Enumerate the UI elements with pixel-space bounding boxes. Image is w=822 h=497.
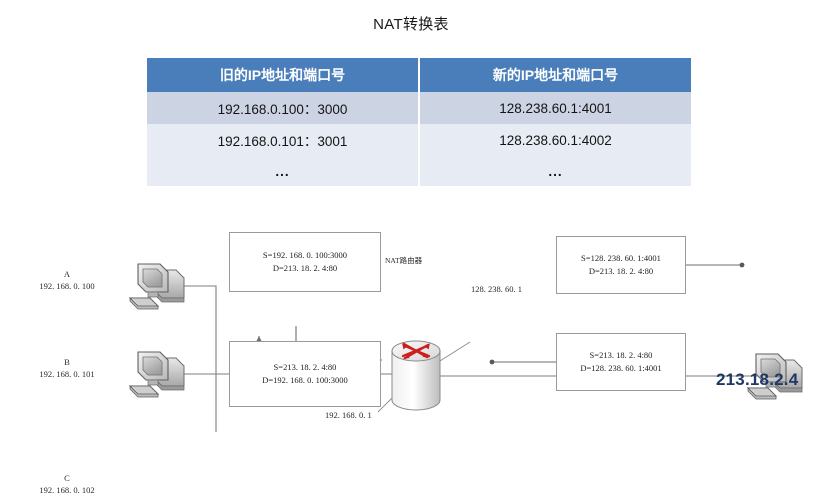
page-title: NAT转换表: [373, 16, 449, 33]
packet-box-inside-outbound: S=192. 168. 0. 100:3000 D=213. 18. 2. 4:…: [229, 232, 381, 292]
host-c-ip: 192. 168. 0. 102: [39, 485, 95, 496]
packet-dst: D=213. 18. 2. 4:80: [588, 266, 654, 276]
host-a-ip: 192. 168. 0. 100: [39, 281, 95, 292]
nat-router-icon: [391, 340, 441, 411]
nat-translation-table: 旧的IP地址和端口号 新的IP地址和端口号 192.168.0.100：3000…: [147, 58, 691, 186]
network-diagram: A 192. 168. 0. 100 B 192. 168. 0. 101 C …: [0, 200, 822, 495]
table-row: ... ...: [147, 156, 691, 186]
packet-box-outside-outbound: S=128. 238. 60. 1:4001 D=213. 18. 2. 4:8…: [556, 236, 686, 294]
host-a-icon: [129, 263, 185, 310]
host-b-ip: 192. 168. 0. 101: [39, 369, 95, 380]
router-lan-ip-label: 192. 168. 0. 1: [325, 410, 372, 420]
packet-dst: D=213. 18. 2. 4:80: [272, 263, 338, 273]
table-row: 192.168.0.100：3000 128.238.60.1:4001: [147, 92, 691, 124]
slide-root: NAT转换表 旧的IP地址和端口号 新的IP地址和端口号 192.168.0.1…: [0, 16, 822, 495]
packet-box-inside-inbound: S=213. 18. 2. 4:80 D=192. 168. 0. 100:30…: [229, 341, 381, 407]
host-b-label: B 192. 168. 0. 101: [12, 356, 122, 381]
packet-src: S=128. 238. 60. 1:4001: [581, 252, 661, 263]
router-wan-ip-label: 128. 238. 60. 1: [471, 284, 522, 294]
diagram-canvas: [129, 262, 803, 432]
host-b-name: B: [64, 357, 70, 367]
nat-router-label: NAT路由器: [385, 256, 423, 265]
packet-src: S=192. 168. 0. 100:3000: [262, 249, 348, 260]
packet-box-outside-inbound: S=213. 18. 2. 4:80 D=128. 238. 60. 1:400…: [556, 333, 686, 391]
host-a-name: A: [63, 269, 71, 279]
cell-old-address: 192.168.0.101：3001: [147, 124, 420, 156]
column-header-new-address: 新的IP地址和端口号: [419, 58, 691, 92]
host-c-label: C 192. 168. 0. 102: [12, 472, 122, 497]
cell-new-address: 128.238.60.1:4002: [419, 124, 691, 156]
host-b-icon: [129, 351, 185, 398]
packet-src: S=213. 18. 2. 4:80: [273, 361, 337, 372]
host-a-label: A 192. 168. 0. 100: [12, 268, 122, 293]
host-c-name: C: [64, 473, 70, 483]
packet-src: S=213. 18. 2. 4:80: [589, 349, 653, 360]
table-header-row: 旧的IP地址和端口号 新的IP地址和端口号: [147, 58, 691, 92]
packet-dst: D=128. 238. 60. 1:4001: [580, 363, 662, 373]
table-row: 192.168.0.101：3001 128.238.60.1:4002: [147, 124, 691, 156]
cell-old-address-ellipsis: ...: [147, 156, 420, 186]
cell-new-address: 128.238.60.1:4001: [419, 92, 691, 124]
cell-old-address: 192.168.0.100：3000: [147, 92, 420, 124]
server-ip-label: 213.18.2.4: [716, 370, 799, 389]
cell-new-address-ellipsis: ...: [419, 156, 691, 186]
column-header-old-address: 旧的IP地址和端口号: [147, 58, 420, 92]
packet-dst: D=192. 168. 0. 100:3000: [262, 375, 348, 385]
